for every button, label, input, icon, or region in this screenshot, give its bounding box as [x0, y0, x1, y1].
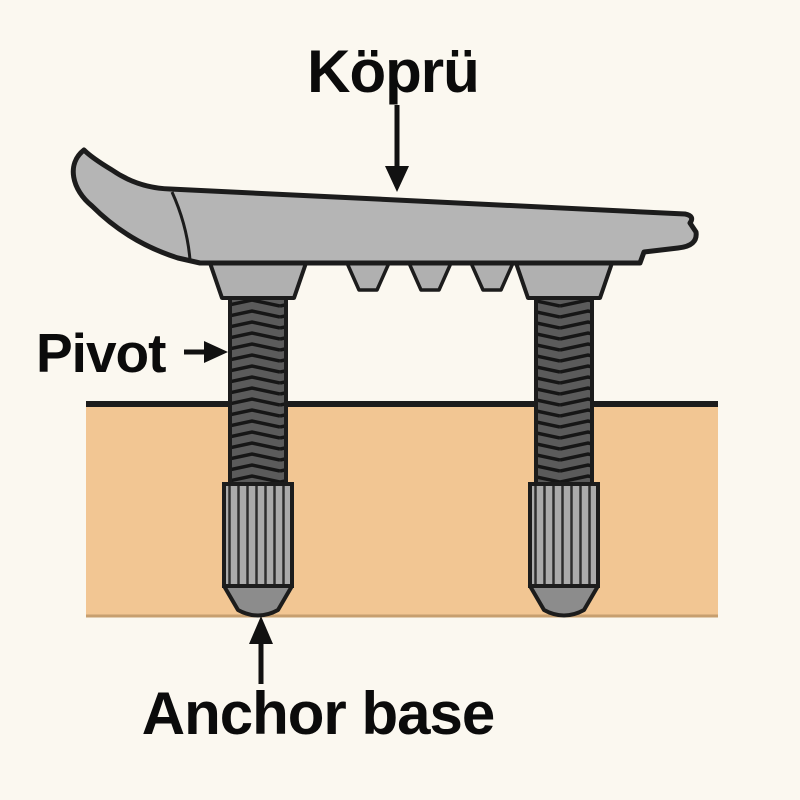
arrow-down-icon	[385, 166, 409, 192]
anchor-arrow-group	[249, 616, 273, 684]
bridge-hook-contour	[170, 191, 192, 261]
right-post-collar	[514, 261, 614, 300]
left-thread-texture	[228, 294, 288, 486]
label-anchor-base: Anchor base	[141, 680, 495, 747]
pivot-arrow-group	[184, 341, 228, 363]
right-pivot-post	[514, 261, 614, 618]
left-pivot-post	[208, 261, 308, 618]
label-pivot: Pivot	[36, 322, 166, 384]
ground-material	[86, 404, 718, 616]
bridge-tooth	[407, 261, 453, 292]
label-bridge: Köprü	[307, 38, 480, 105]
left-anchor-tip	[222, 584, 294, 618]
left-post-collar	[208, 261, 308, 300]
bridge-tooth	[469, 261, 515, 292]
left-anchor-knurl	[222, 482, 294, 588]
bridge-body	[70, 147, 699, 266]
arrow-up-icon	[249, 616, 273, 644]
arrow-right-icon	[204, 341, 228, 363]
bridge-arrow-group	[385, 105, 409, 192]
bridge-tooth	[345, 261, 391, 292]
right-thread-texture	[534, 294, 594, 486]
bridge-teeth	[345, 261, 515, 292]
right-anchor-knurl	[528, 482, 600, 588]
right-anchor-tip	[528, 584, 600, 618]
